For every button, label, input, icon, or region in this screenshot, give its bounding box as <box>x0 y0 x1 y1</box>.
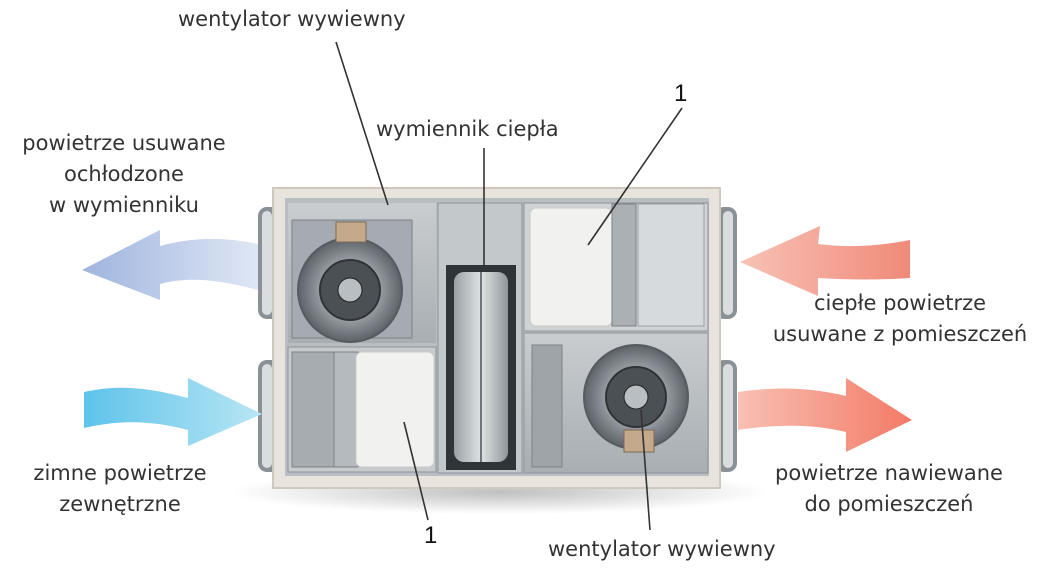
label-filter-bottom-number: 1 <box>424 522 437 550</box>
top-filter-compartment <box>524 203 708 331</box>
arrow-warm-extract <box>740 226 910 296</box>
label-top-fan: wentylator wywiewny <box>178 4 406 35</box>
arrow-supply <box>738 378 912 452</box>
bottom-filter-compartment <box>288 347 436 472</box>
label-cold-outdoor: zimne powietrze zewnętrzne <box>0 458 240 520</box>
bottom-supply-fan <box>524 333 708 473</box>
label-bottom-fan: wentylator wywiewny <box>548 534 776 565</box>
label-warm-extract: ciepłe powietrze usuwane z pomieszczeń <box>758 288 1042 350</box>
label-exhaust-cooled: powietrze usuwane ochłodzone w wymiennik… <box>4 128 244 221</box>
arrow-outdoor-intake <box>84 378 262 446</box>
arrow-exhaust-cooled <box>82 230 258 300</box>
label-filter-top-number: 1 <box>674 80 687 108</box>
heat-exchanger <box>438 203 522 473</box>
label-supply: powietrze nawiewane do pomieszczeń <box>754 458 1024 520</box>
top-exhaust-fan <box>288 203 436 343</box>
label-heat-exchanger: wymiennik ciepła <box>376 114 559 145</box>
